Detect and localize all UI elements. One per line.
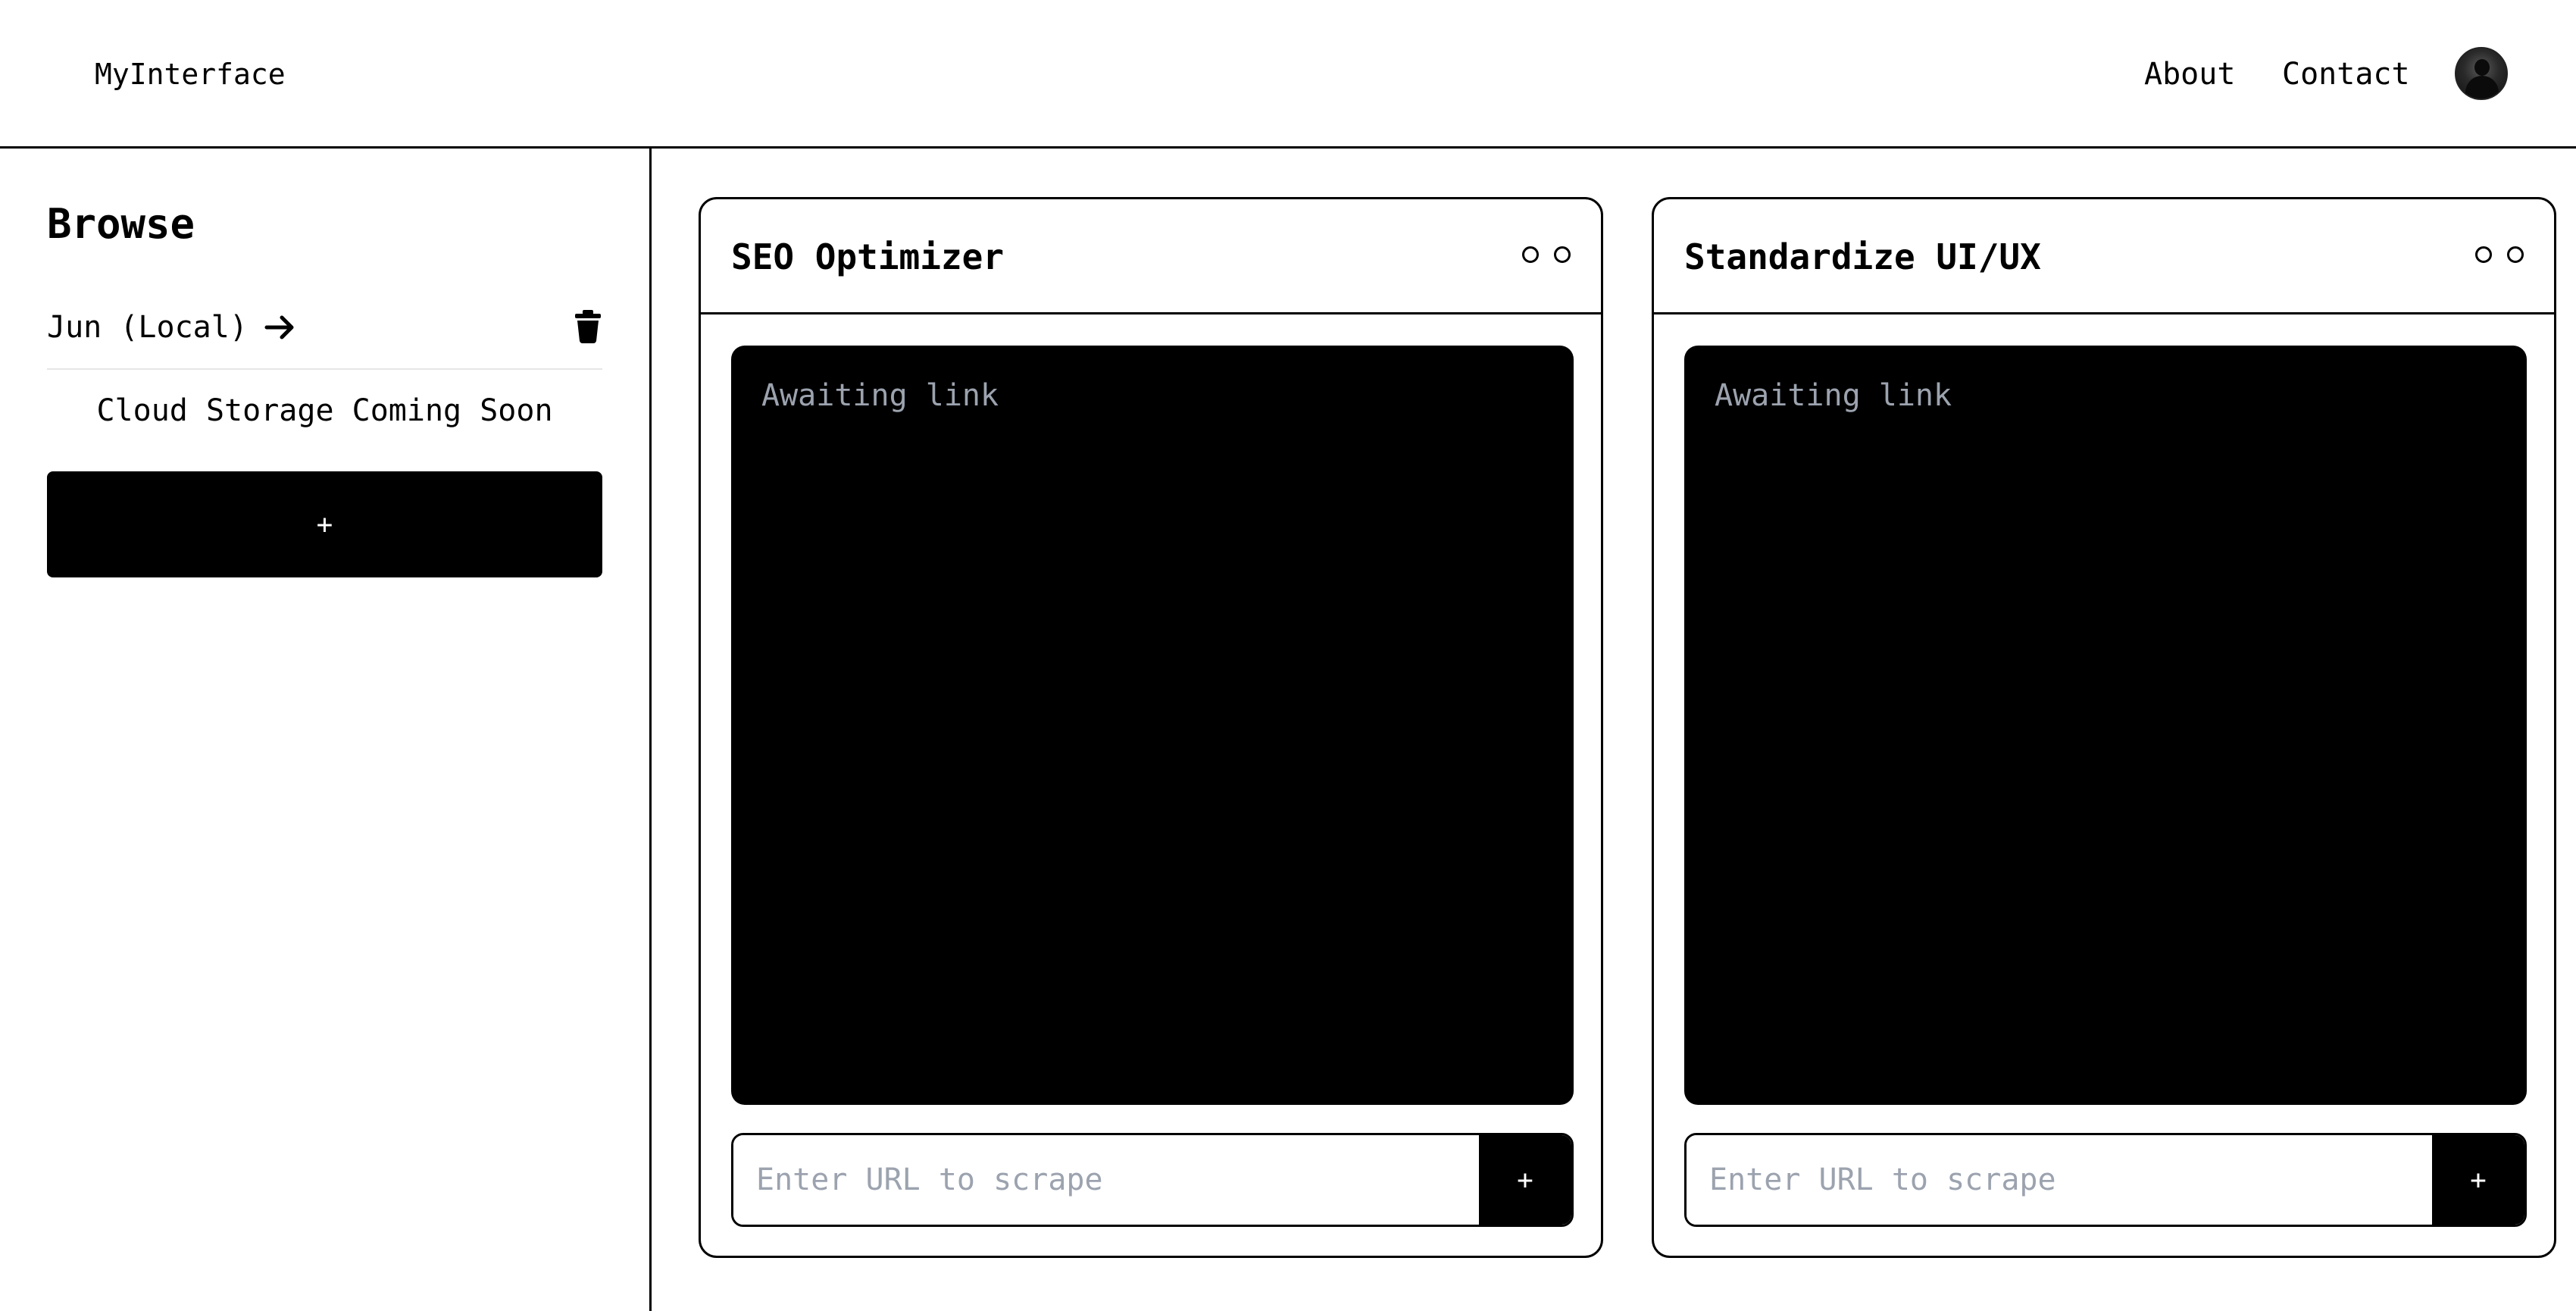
output-panel: Awaiting link [1684, 346, 2527, 1105]
circle-icon [2475, 246, 2492, 263]
card-options-icon[interactable] [2475, 246, 2524, 263]
url-input[interactable] [733, 1135, 1483, 1225]
session-item-label[interactable]: Jun (Local) [47, 310, 248, 345]
trash-icon[interactable] [571, 306, 605, 346]
output-status-text: Awaiting link [1715, 378, 1952, 413]
arrow-right-icon[interactable] [264, 308, 297, 347]
add-session-button[interactable]: + [47, 471, 602, 577]
card-header: Standardize UI/UX [1654, 199, 2554, 314]
tool-card-standardize-ui-ux: Standardize UI/UX Awaiting link + [1652, 197, 2556, 1258]
submit-url-button[interactable]: + [1479, 1135, 1571, 1225]
card-title: SEO Optimizer [731, 236, 1005, 277]
app-logo-text[interactable]: MyInterface [95, 58, 286, 91]
url-form: + [731, 1133, 1574, 1227]
circle-icon [2507, 246, 2524, 263]
sidebar: Browse Jun (Local) Cloud Storage Coming … [0, 149, 652, 1311]
user-avatar[interactable] [2455, 47, 2508, 100]
nav-contact-link[interactable]: Contact [2282, 57, 2410, 92]
avatar-head-shape [2474, 59, 2490, 76]
cloud-storage-note: Cloud Storage Coming Soon [96, 393, 553, 428]
sidebar-title: Browse [47, 200, 195, 248]
top-navbar: MyInterface About Contact [0, 0, 2576, 149]
card-options-icon[interactable] [1522, 246, 1571, 263]
avatar-body-shape [2465, 76, 2499, 99]
card-header: SEO Optimizer [701, 199, 1601, 314]
card-title: Standardize UI/UX [1684, 236, 2041, 277]
tool-card-seo-optimizer: SEO Optimizer Awaiting link + [699, 197, 1603, 1258]
url-input[interactable] [1687, 1135, 2437, 1225]
url-form: + [1684, 1133, 2527, 1227]
nav-about-link[interactable]: About [2144, 57, 2236, 92]
output-panel: Awaiting link [731, 346, 1574, 1105]
submit-url-button[interactable]: + [2432, 1135, 2524, 1225]
session-item[interactable]: Jun (Local) [47, 300, 602, 370]
output-status-text: Awaiting link [761, 378, 999, 413]
circle-icon [1554, 246, 1571, 263]
circle-icon [1522, 246, 1539, 263]
